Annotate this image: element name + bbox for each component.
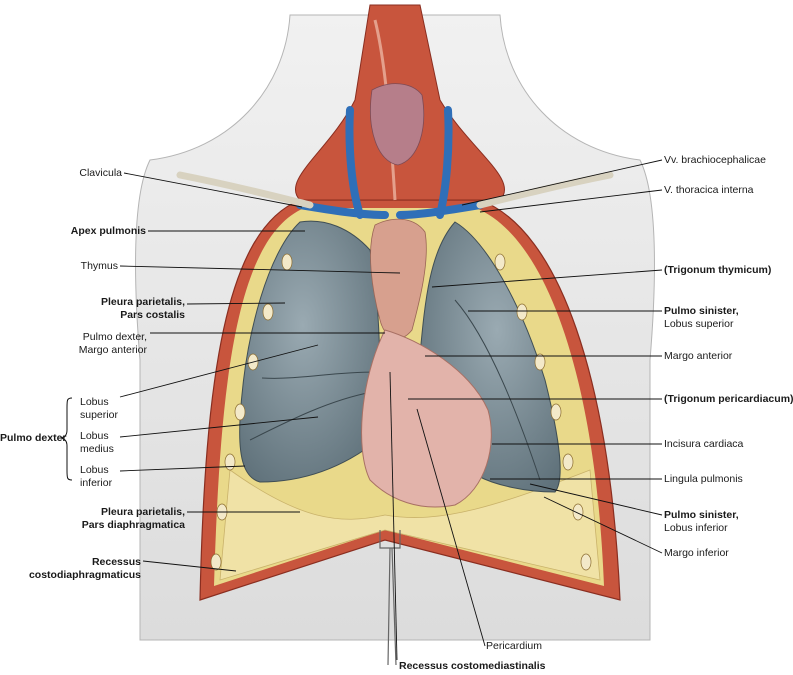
label-pulmo-dexter: Pulmo dexter — [0, 432, 67, 444]
clavicles — [176, 171, 614, 209]
label-lobus-medius-line2: medius — [80, 442, 114, 455]
label-lobus-inferior-line2: inferior — [80, 476, 113, 489]
label-pulmo-sinister-inferior-line1: Pulmo sinister, — [664, 509, 739, 521]
label-recessus-costodiaphragmaticus: Recessus costodiaphragmaticus — [29, 556, 141, 581]
label-clavicula: Clavicula — [79, 167, 122, 179]
pericardium — [361, 329, 492, 508]
label-recessus-costodiaphragmaticus-line1: Recessus — [91, 556, 141, 568]
label-pulmo-dexter-margo-line1: Pulmo dexter, — [82, 331, 147, 343]
label-apex-pulmonis: Apex pulmonis — [70, 225, 146, 237]
label-pleura-diaphragmatica-line2: Pars diaphragmatica — [81, 518, 185, 531]
label-incisura-cardiaca: Incisura cardiaca — [664, 438, 744, 450]
label-pulmo-sinister-superior-line1: Pulmo sinister, — [664, 305, 739, 317]
veins — [296, 106, 484, 219]
label-pericardium: Pericardium — [486, 640, 543, 652]
label-trigonum-thymicum: (Trigonum thymicum) — [664, 264, 772, 276]
label-pulmo-dexter-margo: Pulmo dexter, Margo anterior — [79, 331, 147, 356]
label-pleura-costalis-line1: Pleura parietalis, — [100, 296, 185, 308]
pulmo-dexter-brace — [59, 397, 73, 481]
label-lingula-pulmonis: Lingula pulmonis — [664, 473, 743, 485]
label-lobus-inferior-line1: Lobus — [80, 464, 109, 476]
lung-dexter — [239, 220, 381, 483]
thyroid — [370, 83, 425, 166]
label-pulmo-sinister-superior-line2: Lobus superior — [664, 317, 734, 330]
label-thymus: Thymus — [80, 260, 118, 272]
label-v-thoracica-interna: V. thoracica interna — [664, 184, 754, 196]
label-pleura-costalis: Pleura parietalis, Pars costalis — [101, 296, 185, 321]
label-lobus-superior-line1: Lobus — [80, 396, 109, 408]
label-pulmo-dexter-margo-line2: Margo anterior — [78, 343, 147, 356]
label-pulmo-sinister-inferior: Pulmo sinister, Lobus inferior — [664, 509, 739, 534]
label-pleura-diaphragmatica-line1: Pleura parietalis, — [100, 506, 185, 518]
label-trigonum-pericardiacum: (Trigonum pericardiacum) — [664, 393, 793, 405]
label-lobus-superior: Lobus superior — [80, 396, 118, 421]
thymus — [370, 218, 427, 340]
label-vv-brachiocephalicae: Vv. brachiocephalicae — [664, 154, 766, 166]
label-recessus-costodiaphragmaticus-line2: costodiaphragmaticus — [28, 568, 141, 581]
diaphragm — [219, 469, 601, 581]
leader-lines — [119, 159, 663, 661]
rib-sections — [210, 253, 592, 571]
label-pulmo-sinister-superior: Pulmo sinister, Lobus superior — [664, 305, 739, 330]
label-pleura-diaphragmatica: Pleura parietalis, Pars diaphragmatica — [82, 506, 185, 531]
label-lobus-superior-line2: superior — [80, 408, 118, 421]
label-margo-anterior: Margo anterior — [664, 350, 733, 362]
label-lobus-inferior: Lobus inferior — [80, 464, 112, 489]
label-pleura-costalis-line2: Pars costalis — [120, 308, 185, 321]
label-lobus-medius-line1: Lobus — [80, 430, 109, 442]
label-recessus-costomediastinalis: Recessus costomediastinalis — [399, 660, 546, 672]
label-margo-inferior: Margo inferior — [664, 547, 729, 559]
retractor — [379, 530, 401, 666]
label-lobus-medius: Lobus medius — [80, 430, 114, 455]
label-pulmo-sinister-inferior-line2: Lobus inferior — [664, 521, 728, 534]
